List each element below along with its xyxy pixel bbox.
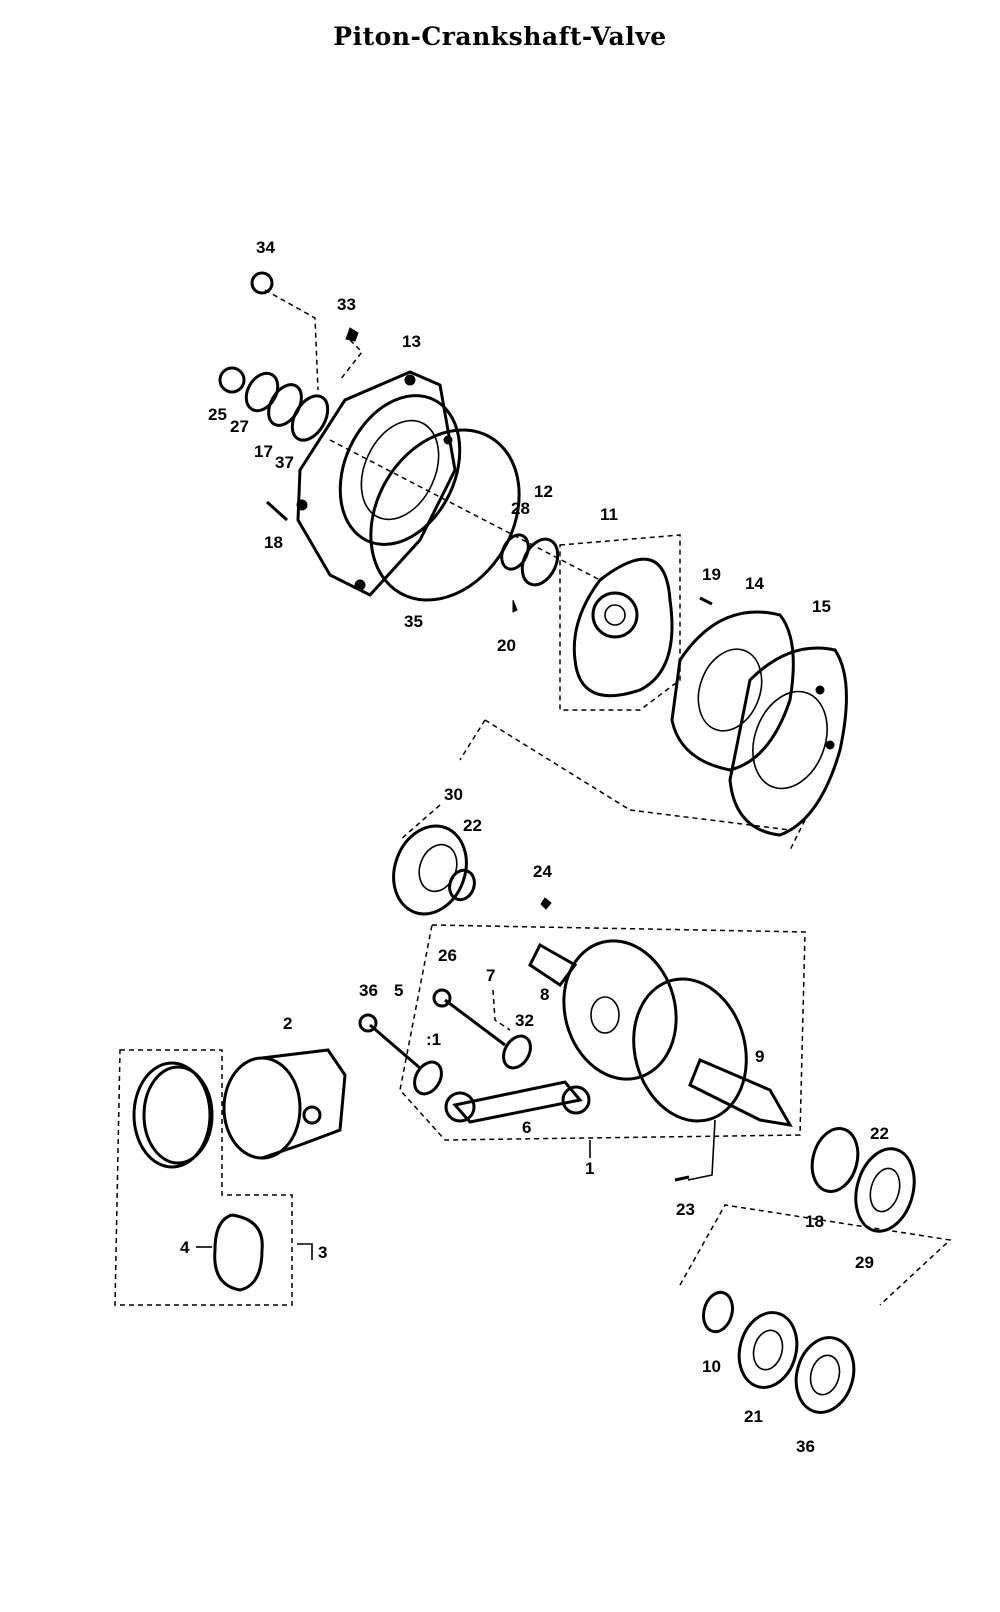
ring-36 (794, 1336, 856, 1414)
callout-23: 23 (676, 1200, 695, 1219)
leader-upper-2 (339, 339, 364, 381)
crankshaft-box (399, 924, 806, 1141)
oil-seal-18 (810, 1127, 860, 1193)
crankshaft-8-9 (528, 939, 793, 1127)
crankcase-cover-13 (296, 370, 462, 597)
leader-axis (329, 439, 601, 581)
callout-36-lower: 36 (796, 1437, 815, 1456)
callout-21: 21 (744, 1407, 763, 1426)
callout-36-mid: 36 (359, 981, 378, 1000)
leader-middle (484, 719, 806, 851)
callout-18-lower: 18 (805, 1212, 824, 1231)
callout-9: 9 (755, 1047, 764, 1066)
callout-25: 25 (208, 405, 227, 424)
leader-30 (399, 719, 486, 841)
callout-22-upper: 22 (463, 816, 482, 835)
callout-22-lower: 22 (870, 1124, 889, 1143)
callout-35: 35 (404, 612, 423, 631)
callout-18-upper: 18 (264, 533, 283, 552)
flange-plate-14 (670, 610, 795, 772)
callout-14: 14 (745, 574, 764, 593)
shaft-stack (218, 271, 359, 522)
callout-6: 6 (522, 1118, 531, 1137)
callout-28-upper: 28 (511, 499, 530, 518)
callout-4: 4 (180, 1238, 190, 1257)
diagram-title: Piton-Crankshaft-Valve (333, 22, 667, 51)
callout-3: 3 (318, 1243, 327, 1262)
callout-17: 17 (254, 442, 273, 461)
callout-13: 13 (402, 332, 421, 351)
callout-labels: 34 33 13 25 27 17 37 18 28 12 11 20 35 1… (180, 238, 889, 1456)
callout-15: 15 (812, 597, 831, 616)
callout-26: 26 (438, 946, 457, 965)
callout-34: 34 (256, 238, 275, 257)
piston-2 (222, 1048, 347, 1160)
pins-small-parts (358, 988, 532, 1096)
pin-23 (674, 1175, 690, 1182)
bearing-29 (854, 1147, 916, 1233)
callout-11: 11 (600, 505, 618, 524)
leader-7 (492, 989, 511, 1031)
callout-8: 8 (540, 985, 549, 1004)
callout-29: 29 (855, 1253, 874, 1272)
gasket-plate-15 (699, 596, 848, 837)
callout-27: 27 (230, 417, 249, 436)
seal-10 (702, 1290, 734, 1334)
callout-31: :1 (426, 1030, 441, 1049)
callout-12: 12 (534, 482, 553, 501)
ring-box (114, 1049, 293, 1306)
callout-leaders (196, 1243, 313, 1260)
main-bearing-30 (392, 824, 552, 916)
valve-plate-11 (559, 534, 681, 711)
callout-33: 33 (337, 295, 356, 314)
leader-upper-1 (264, 289, 319, 391)
lower-bracket (679, 1204, 952, 1306)
callout-2: 2 (283, 1014, 292, 1033)
callout-37: 37 (275, 453, 294, 472)
callout-20: 20 (497, 636, 516, 655)
leader-23 (687, 1119, 716, 1181)
callout-10: 10 (702, 1357, 721, 1376)
circlip-4 (213, 1213, 264, 1292)
callout-1: 1 (585, 1159, 594, 1178)
connecting-rod-6 (444, 1080, 591, 1124)
callout-19: 19 (702, 565, 721, 584)
piston-rings (132, 1061, 214, 1169)
bearing-12 (500, 533, 560, 613)
callout-24: 24 (533, 862, 552, 881)
callout-30: 30 (444, 785, 463, 804)
callout-32: 32 (515, 1011, 534, 1030)
callout-5: 5 (394, 981, 403, 1000)
callout-7: 7 (486, 966, 495, 985)
bearing-21 (737, 1311, 799, 1389)
